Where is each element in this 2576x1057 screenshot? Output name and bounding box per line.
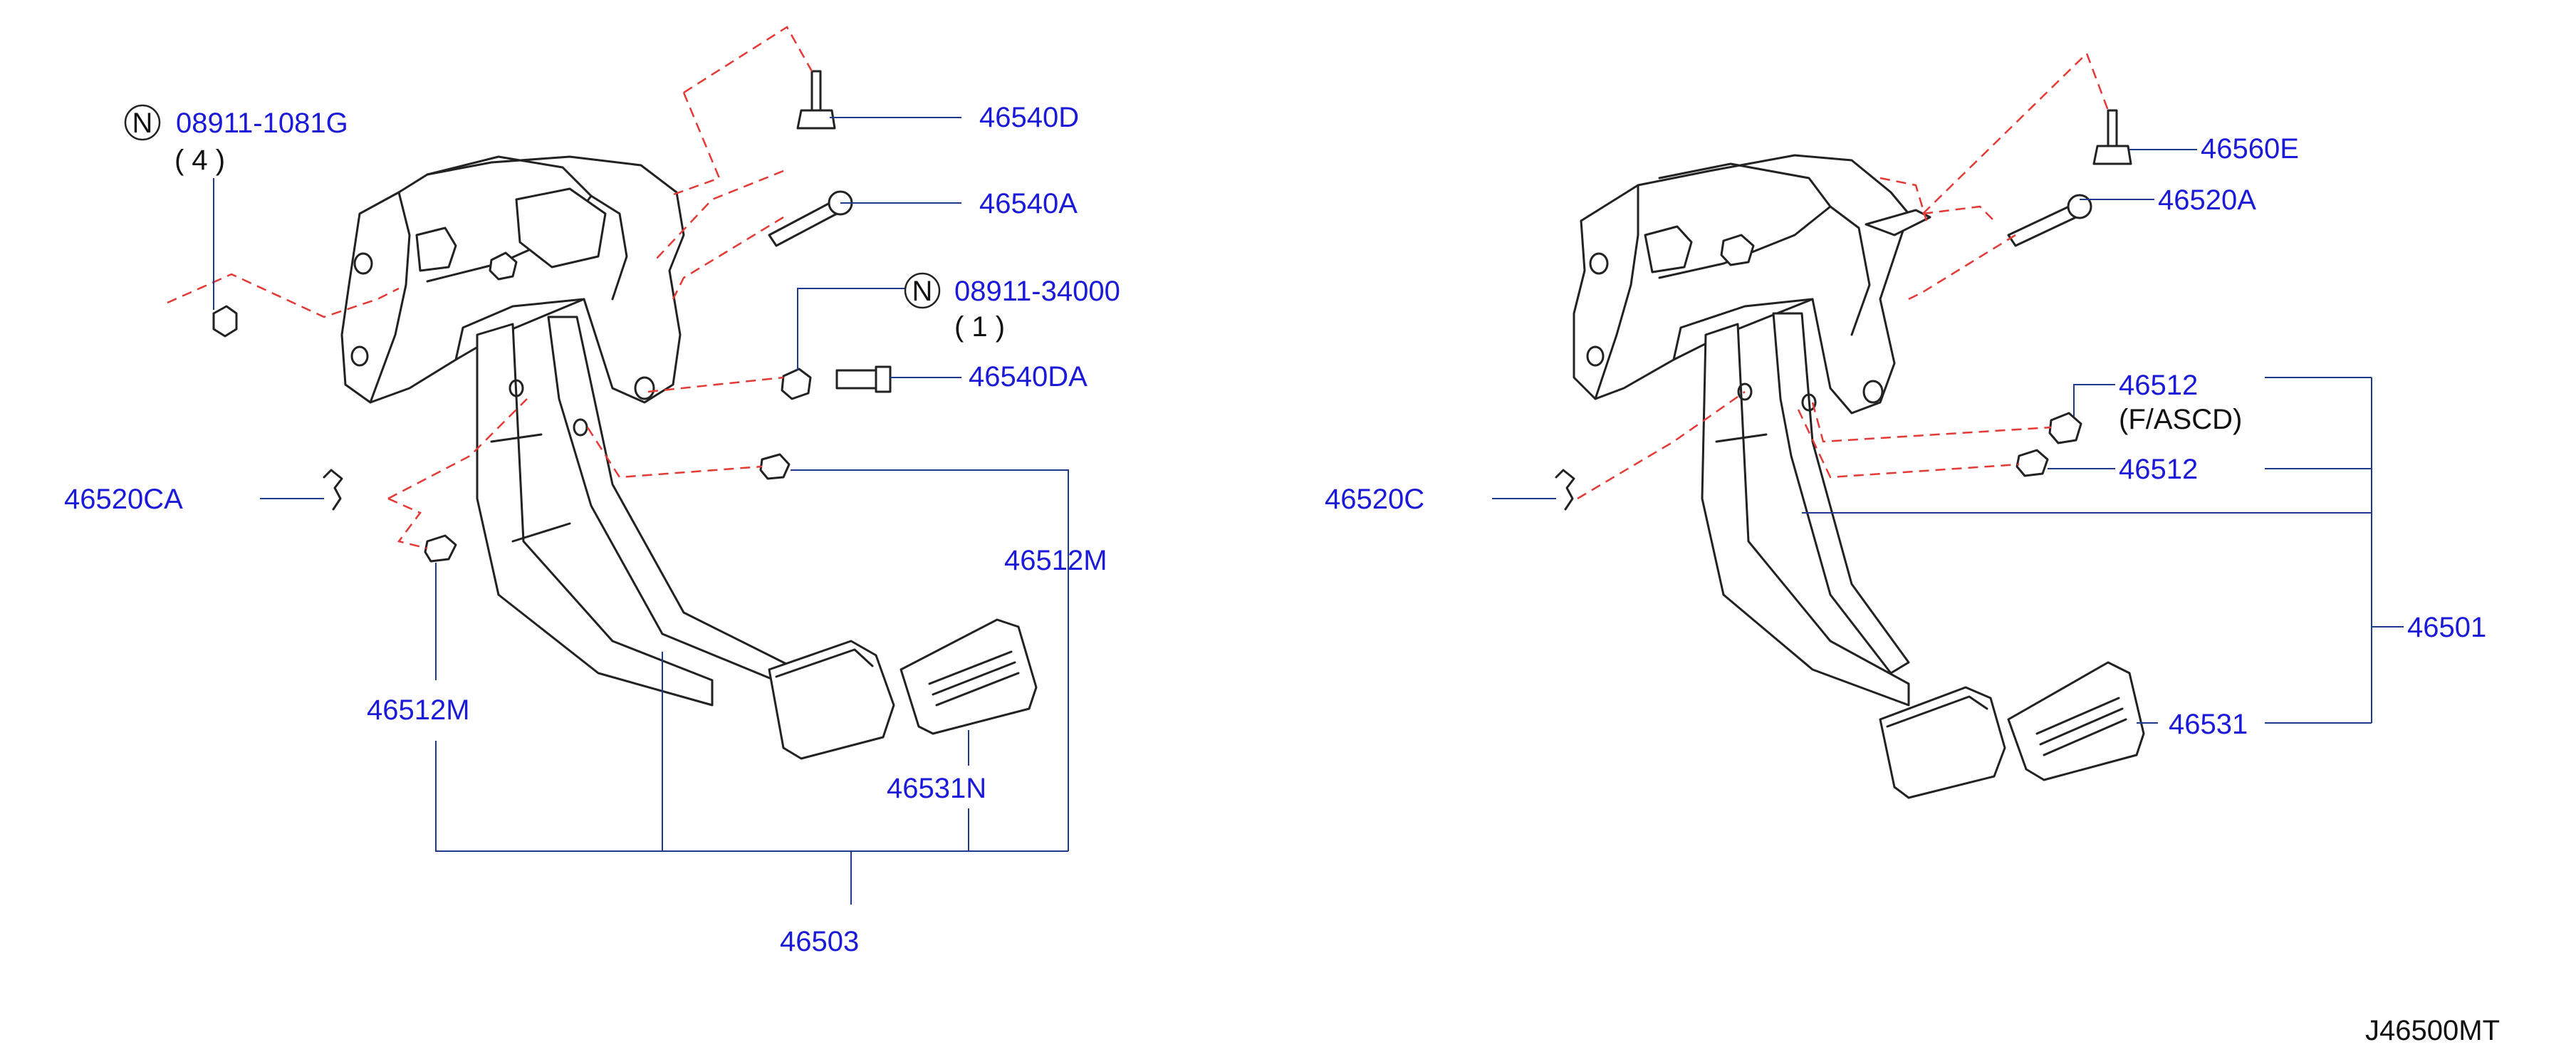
n-badge-bolt: N bbox=[124, 104, 161, 141]
left-leader-lines bbox=[213, 117, 1069, 905]
callout-f-ascd-note: (F/ASCD) bbox=[2119, 404, 2242, 435]
callout-46531: 46531 bbox=[2169, 709, 2248, 740]
left-guide-lines bbox=[167, 26, 813, 550]
callout-46520a: 46520A bbox=[2158, 184, 2256, 216]
callout-46531n: 46531N bbox=[887, 773, 986, 804]
callout-qty-1: ( 1 ) bbox=[954, 311, 1005, 343]
callout-qty-4: ( 4 ) bbox=[174, 145, 225, 176]
callout-46520c: 46520C bbox=[1325, 484, 1424, 515]
right-leader-lines bbox=[1492, 149, 2404, 724]
right-guide-lines bbox=[1577, 51, 2110, 500]
figure-code: J46500MT bbox=[2365, 1015, 2500, 1046]
callout-08911-1081g: 08911-1081G bbox=[176, 108, 348, 139]
callout-46512-ascd: 46512 bbox=[2119, 370, 2198, 401]
callout-46540d: 46540D bbox=[979, 102, 1079, 133]
callout-46512m-left: 46512M bbox=[367, 694, 470, 726]
n-badge-nut: N bbox=[904, 272, 941, 309]
callout-46501: 46501 bbox=[2407, 612, 2486, 643]
right-pedal-assembly-drawing bbox=[1555, 109, 2145, 799]
badge-letter: N bbox=[912, 276, 933, 307]
callout-46512m-right: 46512M bbox=[1004, 545, 1107, 576]
badge-letter: N bbox=[132, 108, 153, 139]
callout-46540a: 46540A bbox=[979, 188, 1078, 219]
left-pedal-assembly-drawing bbox=[212, 70, 1038, 760]
callout-46503: 46503 bbox=[780, 926, 859, 957]
callout-46560e: 46560E bbox=[2201, 133, 2299, 165]
callout-46540da: 46540DA bbox=[969, 361, 1088, 392]
callout-46520ca: 46520CA bbox=[64, 484, 183, 515]
callout-46512: 46512 bbox=[2119, 454, 2198, 485]
callout-08911-34000: 08911-34000 bbox=[954, 276, 1120, 307]
